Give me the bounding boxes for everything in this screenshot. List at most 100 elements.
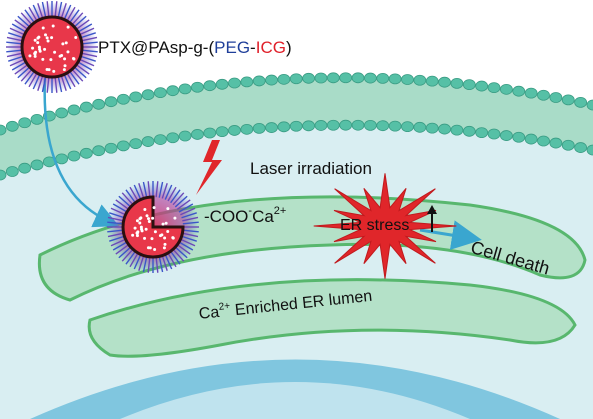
corona-strand — [138, 183, 145, 199]
lipid-head — [413, 74, 427, 86]
corona-strand — [17, 66, 31, 79]
lipid-head — [401, 121, 414, 133]
corona-strand — [80, 32, 96, 39]
drug-dot — [33, 54, 37, 58]
corona-strand — [138, 255, 145, 271]
corona-strand — [170, 250, 181, 265]
lipid-head — [203, 127, 217, 139]
corona-strand — [54, 76, 58, 93]
drug-dot — [46, 39, 50, 43]
corona-strand — [80, 55, 96, 62]
lipid-head — [79, 101, 93, 113]
lipid-head — [116, 140, 130, 152]
drug-dot — [28, 54, 32, 58]
corona-strand — [178, 241, 194, 251]
drug-dot — [53, 50, 57, 54]
corona-strand — [14, 64, 29, 75]
corona-strand — [14, 19, 29, 30]
corona-strand — [125, 189, 136, 204]
carboxylate-calcium-label: -COO-Ca2+ — [204, 205, 287, 226]
corona-strand — [112, 203, 128, 213]
drug-dot — [43, 47, 47, 51]
corona-strand — [8, 55, 24, 62]
corona-strand — [109, 235, 125, 242]
corona-strand — [107, 221, 124, 225]
corona-strand — [37, 75, 44, 91]
lipid-head — [191, 81, 204, 93]
corona-strand — [77, 61, 93, 71]
drug-dot — [162, 246, 166, 250]
lipid-head — [289, 120, 303, 132]
lipid-head — [67, 150, 81, 162]
drug-dot — [144, 227, 148, 231]
lipid-head — [363, 72, 377, 84]
corona-strand — [6, 52, 23, 58]
corona-strand — [164, 254, 173, 270]
corona-strand — [155, 181, 159, 198]
corona-strand — [60, 75, 67, 91]
corona-strand — [129, 252, 139, 268]
lipid-head — [462, 125, 476, 137]
corona-strand — [75, 64, 90, 75]
lipid-head — [92, 145, 106, 157]
corona-strand — [158, 256, 164, 273]
corona-strand — [8, 32, 24, 39]
corona-strand — [32, 4, 41, 20]
lipid-head — [586, 99, 593, 111]
corona-strand — [121, 192, 134, 206]
drug-dot — [163, 242, 167, 246]
lipid-head — [289, 73, 303, 85]
corona-strand — [133, 184, 142, 200]
corona-strand — [110, 207, 126, 216]
corona-strand — [182, 232, 199, 238]
corona-strand — [11, 61, 27, 71]
lipid-head — [499, 83, 513, 95]
lipid-head — [302, 72, 316, 84]
lipid-head — [265, 74, 278, 86]
lipid-head — [425, 122, 439, 134]
lipid-head — [228, 125, 241, 136]
lipid-head — [0, 169, 7, 181]
corona-strand — [170, 189, 181, 204]
corona-strand — [161, 183, 168, 199]
drug-dot — [45, 36, 49, 40]
lipid-head — [363, 119, 377, 131]
death-arrow — [419, 220, 482, 250]
corona-strand — [79, 27, 95, 36]
lipid-head — [351, 72, 365, 84]
corona-strand — [181, 235, 197, 242]
corona-strand — [57, 1, 63, 18]
corona-strand — [20, 68, 33, 82]
lipid-head — [141, 136, 155, 147]
drug-dot — [161, 222, 165, 226]
er-stress-starburst — [313, 173, 457, 279]
corona-strand — [115, 199, 130, 210]
lipid-head — [92, 98, 106, 110]
corona-strand — [178, 203, 194, 213]
lipid-head — [240, 123, 254, 135]
lipid-head — [240, 76, 254, 88]
lipid-head — [524, 87, 538, 99]
corona-strand — [63, 4, 72, 20]
corona-strand — [164, 184, 173, 200]
drug-dot — [37, 45, 41, 49]
lipid-head — [302, 120, 316, 132]
drug-dot — [152, 206, 156, 210]
lipid-head — [252, 122, 266, 134]
lipid-head — [166, 132, 180, 144]
corona-strand — [133, 254, 142, 270]
corona-strand — [28, 72, 38, 88]
drug-dot — [138, 221, 142, 225]
drug-dot — [36, 41, 40, 45]
lipid-head — [438, 123, 451, 135]
corona-strand — [174, 195, 188, 208]
corona-strand — [176, 199, 191, 210]
lipid-head — [388, 73, 402, 85]
corona-strand — [41, 76, 47, 93]
lipid-head — [537, 89, 550, 101]
drug-dot — [158, 234, 162, 238]
corona-strand — [71, 68, 84, 82]
lipid-head — [178, 83, 192, 95]
drug-dot — [140, 227, 144, 231]
nanoparticle-in-cell-icon — [107, 181, 199, 273]
